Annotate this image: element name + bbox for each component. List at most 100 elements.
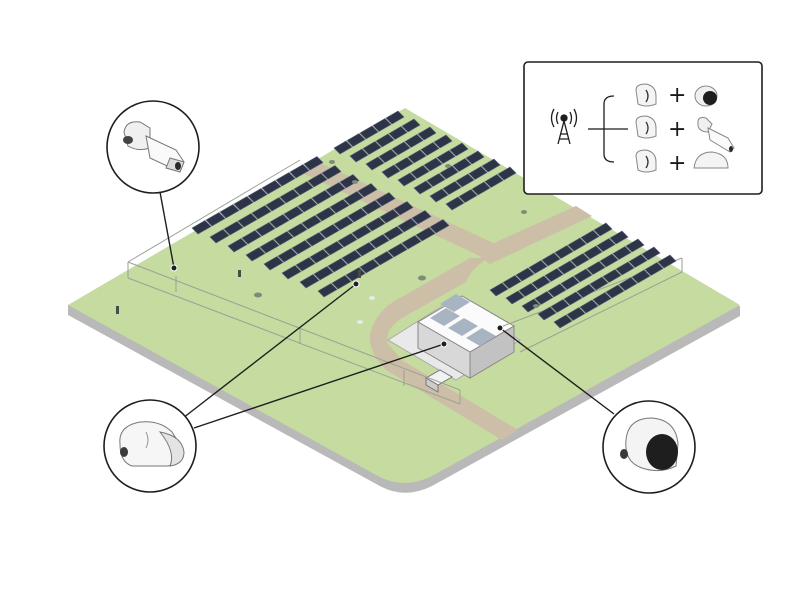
solar-panel — [323, 241, 344, 256]
solar-panel — [311, 190, 332, 205]
solar-panel — [550, 299, 570, 313]
solar-panel — [612, 246, 632, 260]
solar-panel — [541, 252, 561, 267]
solar-panel — [251, 205, 272, 220]
plus-operator: + — [668, 117, 686, 142]
solar-panel — [381, 164, 401, 179]
solar-panel — [567, 237, 587, 252]
solar-panel — [413, 180, 433, 195]
legend-row-1: + — [635, 83, 718, 108]
solar-panel — [309, 249, 330, 264]
solar-panel — [327, 258, 348, 273]
solar-panel — [579, 299, 599, 314]
solar-panel — [375, 133, 395, 148]
solar-panel — [329, 199, 350, 214]
solar-panel — [505, 290, 525, 305]
solar-panel — [404, 134, 424, 148]
solar-panel — [436, 150, 456, 164]
solar-panel — [657, 254, 677, 269]
solar-panel — [411, 210, 432, 225]
solar-panel — [553, 314, 573, 329]
solar-panel — [283, 206, 304, 221]
livestock — [254, 160, 539, 324]
solar-panel — [317, 283, 338, 298]
solar-panel — [219, 204, 240, 219]
solar-panel — [361, 200, 382, 215]
solar-panel — [628, 254, 648, 268]
people — [116, 270, 361, 314]
solar-panel — [255, 222, 276, 237]
solar-panel — [281, 265, 302, 280]
callout-bullet-camera — [106, 100, 200, 194]
solar-panel — [420, 142, 440, 156]
solar-panel — [383, 226, 404, 241]
solar-panel — [259, 239, 280, 254]
radar-unit-icon — [635, 115, 657, 139]
solar-panel — [205, 212, 226, 227]
solar-panel — [410, 165, 430, 179]
solar-panel — [605, 284, 625, 299]
solar-panel — [560, 276, 580, 290]
solar-panel — [365, 217, 386, 232]
legend-row-2: + — [635, 115, 735, 153]
solar-panel — [417, 126, 437, 141]
solar-panel — [295, 257, 316, 272]
solar-panel — [429, 219, 450, 234]
solar-panel — [528, 260, 548, 274]
solar-panel — [269, 214, 290, 229]
solar-panel — [537, 306, 557, 321]
solar-panel — [279, 189, 300, 204]
solar-panel — [458, 189, 478, 203]
dome-camera-icon — [620, 417, 679, 472]
solar-panel — [531, 275, 551, 290]
solar-panel — [544, 268, 564, 282]
solar-panel — [333, 216, 354, 231]
solar-panel — [407, 149, 427, 164]
solar-panel — [291, 240, 312, 255]
solar-panel — [401, 118, 421, 133]
solar-panel — [321, 165, 342, 180]
solar-panel — [337, 233, 358, 248]
substation — [387, 294, 521, 393]
road-east — [474, 206, 592, 264]
solar-panel — [339, 174, 360, 189]
solar-panel — [333, 140, 353, 155]
wireless-tower-icon — [550, 108, 578, 145]
solar-panel — [484, 174, 504, 188]
solar-panel — [343, 191, 364, 206]
solar-panel — [365, 156, 385, 171]
device-combination-legend: + + + — [523, 61, 763, 195]
solar-panel — [576, 284, 596, 298]
solar-panel — [346, 133, 366, 147]
radar-unit-icon — [635, 149, 657, 173]
solar-panel — [423, 157, 443, 172]
solar-panel — [351, 225, 372, 240]
solar-panel — [442, 181, 462, 195]
solar-panel — [331, 275, 352, 290]
solar-panel — [223, 221, 244, 236]
solar-panel — [452, 158, 472, 172]
solar-panel — [245, 247, 266, 262]
solar-panel — [391, 141, 411, 156]
solar-panel — [593, 222, 613, 237]
solar-panel — [401, 235, 422, 250]
solar-panel — [429, 188, 449, 203]
solar-panel — [439, 165, 459, 180]
plus-operator: + — [668, 151, 686, 176]
solar-panel — [191, 220, 212, 235]
solar-panel — [563, 291, 583, 306]
callout-radar-unit — [103, 399, 197, 493]
solar-panel — [341, 250, 362, 265]
solar-panel — [393, 201, 414, 216]
solar-panel — [209, 229, 230, 244]
solar-panel — [515, 267, 535, 282]
solar-panel — [379, 209, 400, 224]
solar-panel — [397, 172, 417, 187]
solar-panel — [319, 224, 340, 239]
solar-panel — [534, 291, 554, 305]
callout-lines — [159, 191, 615, 429]
solar-panel — [573, 268, 593, 283]
solar-panel — [359, 259, 380, 274]
solar-panel — [586, 261, 606, 275]
solar-panel — [583, 245, 603, 260]
